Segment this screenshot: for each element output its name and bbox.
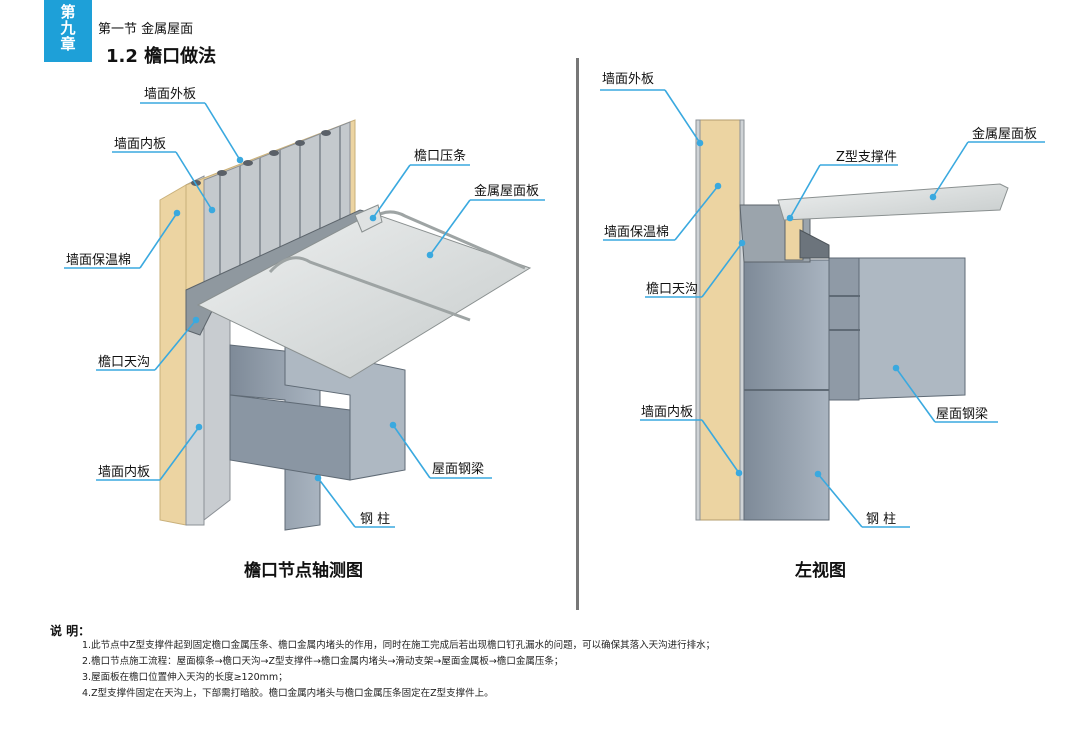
label-eave-gutter: 檐口天沟: [98, 355, 151, 370]
note-item: 2.檐口节点施工流程：屋面檩条→檐口天沟→Z型支撑件→檐口金属内堵头→滑动支架→…: [82, 656, 564, 667]
purlin-shape: [799, 229, 830, 259]
chapter-char: 九: [60, 19, 76, 37]
figure-divider: [576, 58, 579, 610]
beam-web-shape: [229, 394, 351, 481]
roof-rib: [268, 256, 471, 322]
wall-outer-panel-shape: [695, 119, 701, 521]
caption-side-view: 左视图: [795, 561, 846, 581]
eave-strip-shape: [354, 204, 383, 233]
caption-axonometric: 檐口节点轴测图: [244, 561, 363, 581]
label-roof-panel: 金属屋面板: [972, 127, 1038, 142]
notes-list: 1.此节点中Z型支撑件起到固定檐口金属压条、檐口金属内堵头的作用，同时在施工完成…: [82, 638, 715, 702]
chapter-tab: 第 九 章: [44, 0, 92, 62]
label-wall-insulation: 墙面保温棉: [604, 225, 670, 240]
roof-panel-shape: [777, 183, 1009, 221]
label-wall-inner-bottom: 墙面内板: [98, 465, 151, 480]
label-eave-strip: 檐口压条: [414, 149, 467, 164]
label-roof-beam: 屋面钢梁: [936, 407, 989, 422]
wall-inner-panel-shape: [739, 119, 745, 521]
label-wall-inner-top: 墙面内板: [114, 137, 167, 152]
label-z-support: Z型支撑件: [836, 150, 897, 165]
axonometric-drawing: [159, 119, 532, 531]
label-wall-outer: 墙面外板: [144, 87, 197, 102]
label-steel-column: 钢 柱: [866, 512, 897, 527]
label-eave-gutter: 檐口天沟: [646, 282, 699, 297]
note-item: 3.屋面板在檐口位置伸入天沟的长度≥120mm；: [82, 672, 288, 683]
side-view-drawing: [695, 119, 1009, 521]
notes-title: 说 明：: [50, 624, 91, 638]
chapter-char: 章: [60, 35, 76, 53]
section-label: 第一节 金属屋面: [98, 22, 194, 37]
chapter-char: 第: [60, 3, 76, 21]
label-roof-beam: 屋面钢梁: [432, 462, 485, 477]
label-wall-outer: 墙面外板: [602, 72, 655, 87]
page-heading: 1.2 檐口做法: [106, 46, 217, 67]
roof-panel-shape: [196, 212, 532, 379]
wall-insulation-shape: [699, 119, 741, 521]
label-wall-insulation: 墙面保温棉: [66, 253, 132, 268]
wall-lower-panel: [203, 299, 231, 522]
note-item: 1.此节点中Z型支撑件起到固定檐口金属压条、檐口金属内堵头的作用，同时在施工完成…: [82, 640, 716, 651]
label-steel-column: 钢 柱: [360, 512, 391, 527]
label-roof-panel: 金属屋面板: [474, 184, 540, 199]
note-item: 4.Z型支撑件固定在天沟上，下部需打暗胶。檐口金属内堵头与檐口金属压条固定在Z型…: [82, 688, 494, 699]
label-wall-inner: 墙面内板: [641, 405, 694, 420]
